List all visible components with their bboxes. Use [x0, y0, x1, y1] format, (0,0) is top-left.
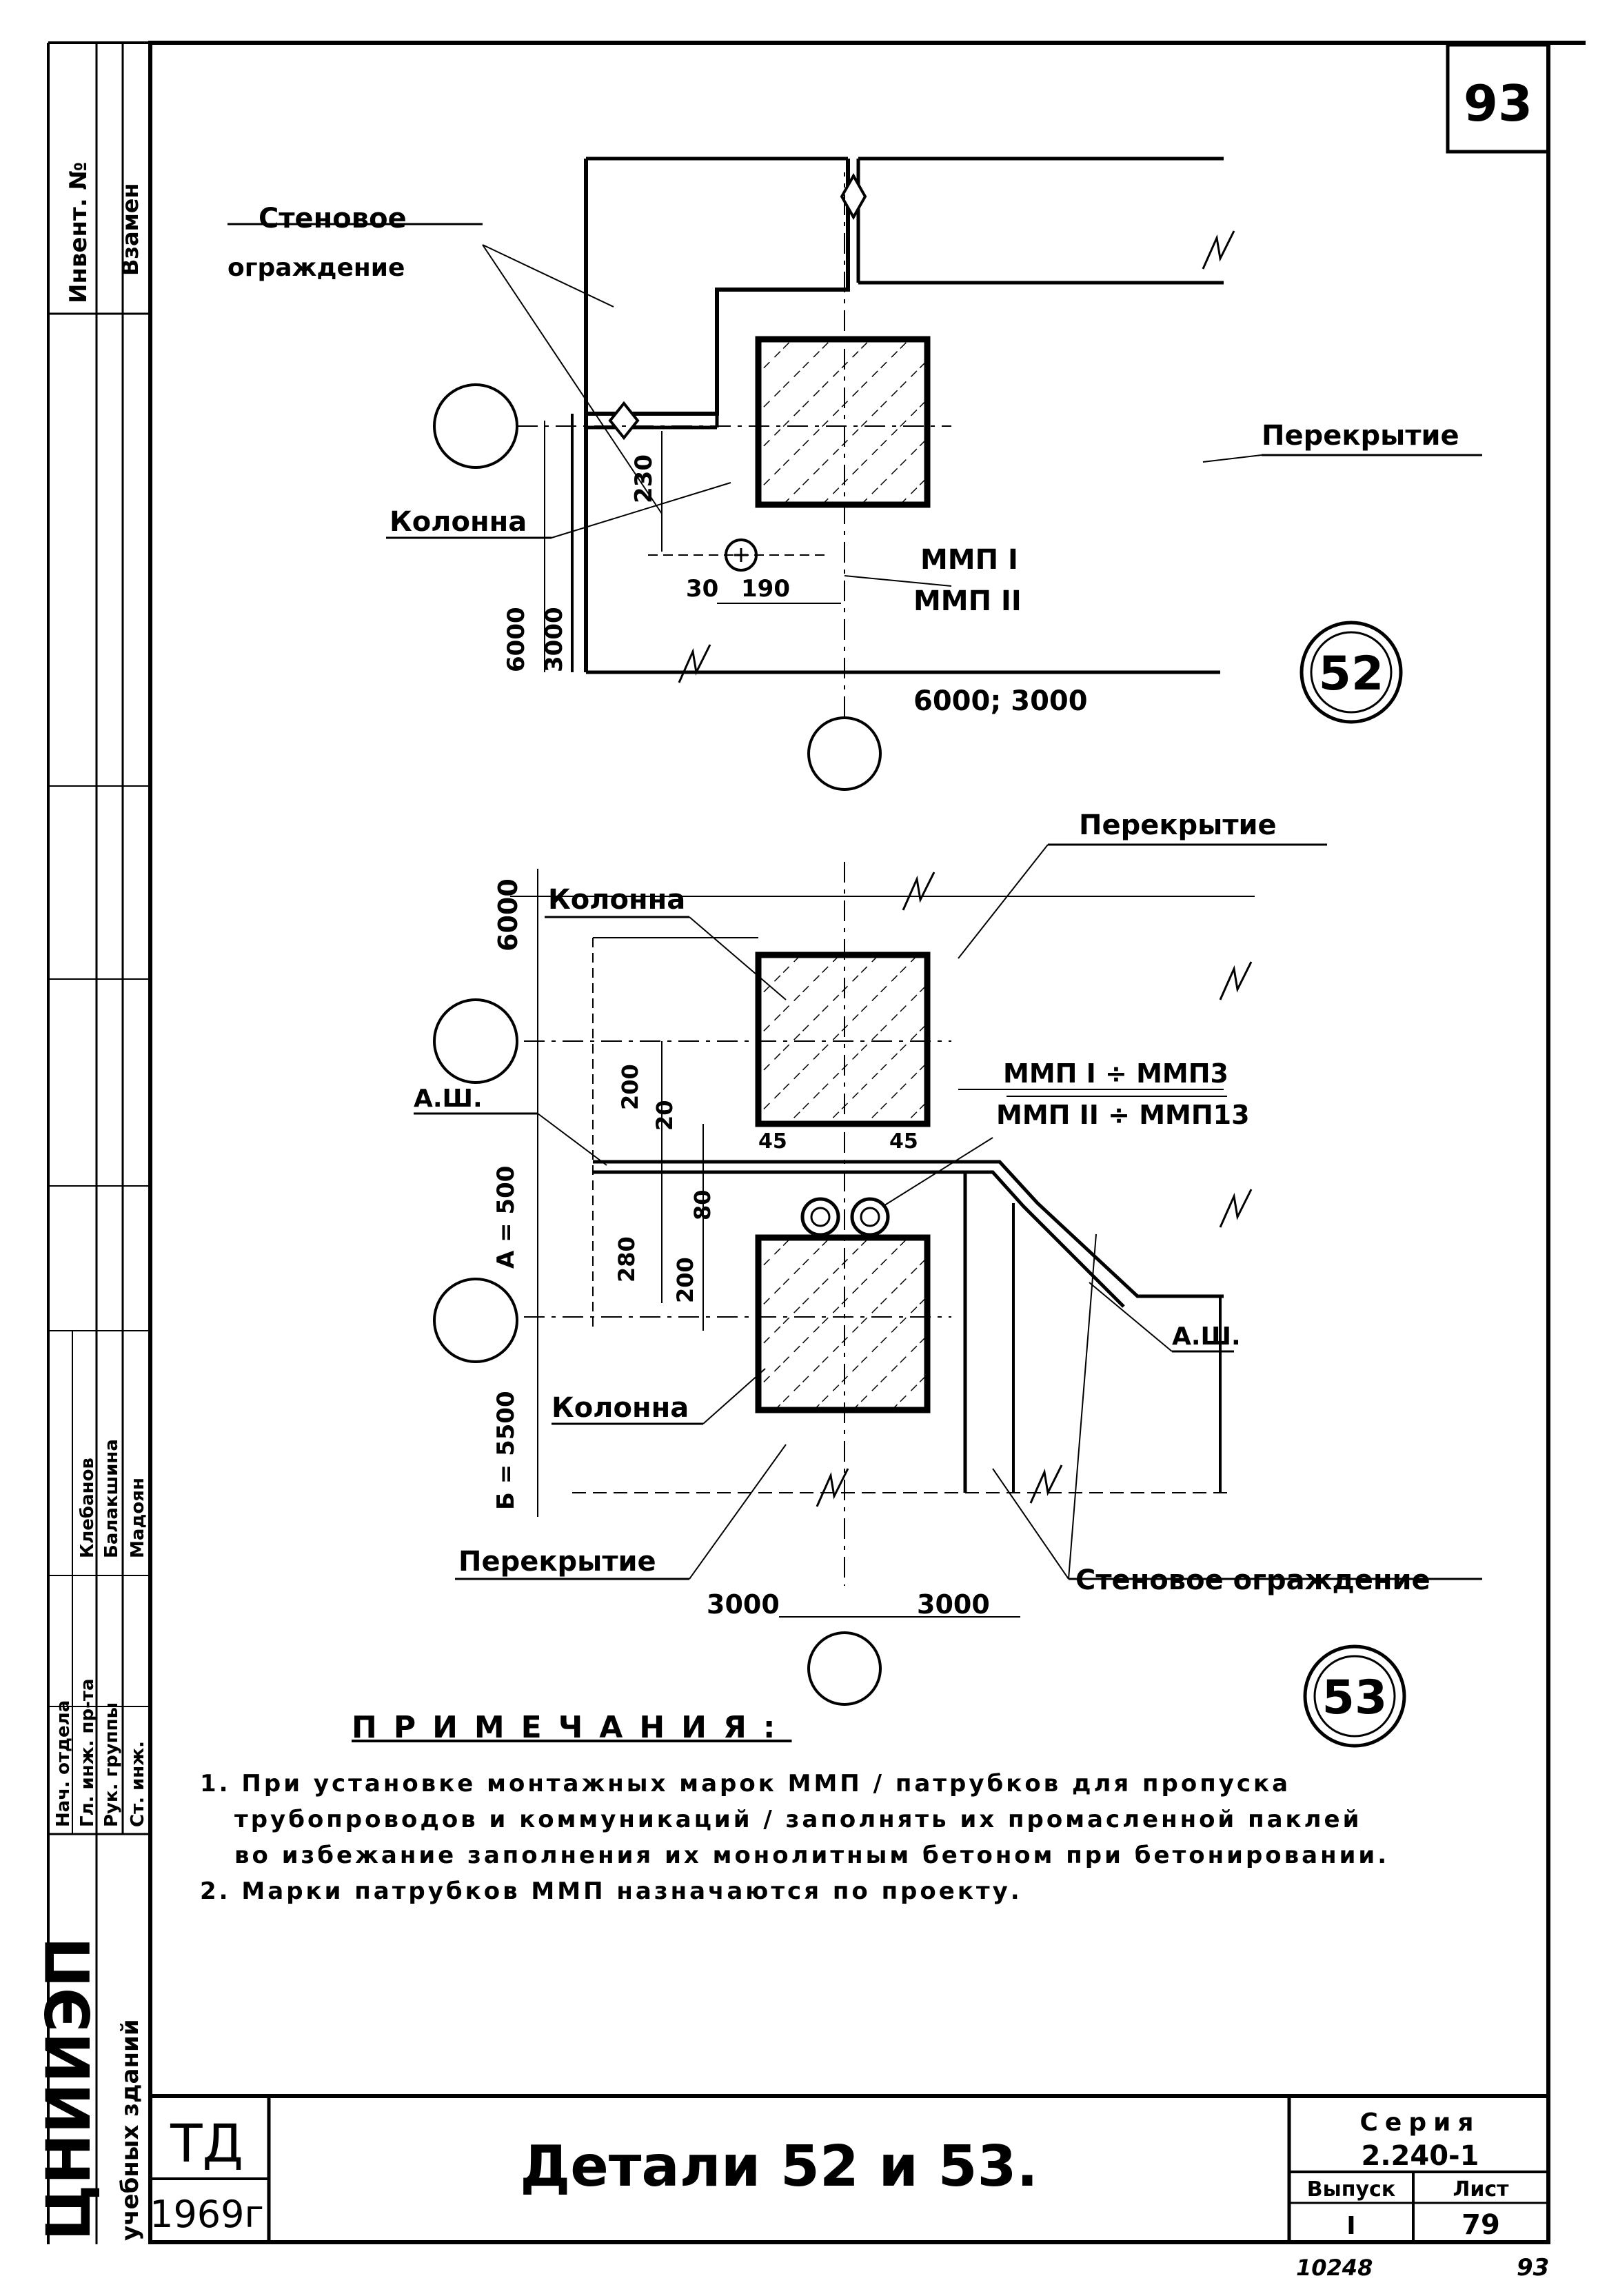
dim-230: 230: [630, 454, 658, 503]
marks-line1: ММП I ÷ ММП3: [1003, 1058, 1228, 1089]
column-bottom-label: Колонна: [552, 1392, 689, 1424]
note-1-line-3: во избежание заполнения их монолитным бе…: [234, 1842, 1390, 1869]
sheet-label: Лист: [1453, 2177, 1509, 2202]
bottom-code: 10248: [1296, 2255, 1373, 2281]
column-top-label: Колонна: [548, 884, 685, 916]
anchor-label-left: А.Ш.: [414, 1085, 483, 1113]
role-group-leader: Рук. группы: [101, 1702, 122, 1827]
page-number: 93: [1464, 74, 1533, 132]
dim-190: 190: [741, 575, 790, 603]
drawing-title: Детали 52 и 53.: [520, 2134, 1038, 2199]
notes-title: ПРИМЕЧАНИЯ:: [352, 1710, 792, 1745]
dim-280: 280: [614, 1236, 640, 1282]
anchor-label-right: А.Ш.: [1172, 1322, 1241, 1351]
inventory-number-label: Инвент. №: [65, 162, 92, 303]
spans-52: 6000; 3000: [913, 685, 1088, 717]
role-senior-engineer: Ст. инж.: [128, 1741, 148, 1827]
floor-top-label: Перекрытие: [1079, 809, 1277, 841]
wall-label-line1: Стеновое: [259, 203, 407, 234]
issue-label: Выпуск: [1307, 2177, 1395, 2202]
td-mark: ТД: [170, 2113, 243, 2174]
wall-label-line2: ограждение: [227, 254, 405, 282]
dim-200-lower: 200: [672, 1257, 698, 1303]
note-1-line-2: трубопроводов и коммуникаций / заполнять…: [234, 1806, 1362, 1833]
organization-subtitle: учебных зданий: [117, 2019, 144, 2241]
mark-line2: ММП II: [913, 585, 1022, 617]
mark-line1: ММП I: [920, 544, 1018, 576]
badge-52: 52: [1319, 647, 1384, 701]
sheet-frame: [47, 41, 1586, 2244]
note-1-line-1: 1. При установке монтажных марок ММП / п…: [200, 1770, 1291, 1797]
detail-52: [227, 157, 1482, 791]
replaces-label: Взамен: [117, 183, 143, 276]
series-value: 2.240-1: [1362, 2140, 1479, 2172]
dim-6000-52: 6000: [503, 607, 530, 672]
name-balakshina: Балакшина: [101, 1439, 122, 1558]
note-2: 2. Марки патрубков ММП назначаются по пр…: [200, 1877, 1022, 1905]
bottom-number: 93: [1517, 2254, 1549, 2282]
floor-bottom-label: Перекрытие: [458, 1546, 656, 1578]
name-madoyan: Мадоян: [128, 1478, 148, 1558]
wall-label-53: Стеновое ограждение: [1075, 1564, 1430, 1596]
name-klebanov: Клебанов: [77, 1458, 98, 1558]
year: 1969г: [150, 2193, 264, 2236]
role-chief-engineer: Гл. инж. пр-та: [77, 1678, 98, 1827]
issue-value: I: [1346, 2212, 1355, 2240]
role-head-of-dept: Нач. отдела: [53, 1700, 74, 1827]
axis-a-dim: А = 500: [492, 1166, 520, 1269]
series-label: Серия: [1360, 2108, 1481, 2137]
dim-45-left: 45: [758, 1129, 787, 1154]
detail-53: [414, 843, 1482, 1748]
title-block-text: ТД 1969г Детали 52 и 53. Серия 2.240-1 В…: [150, 2108, 1549, 2282]
dim-45-right: 45: [889, 1129, 918, 1154]
dim-6000-53: 6000: [493, 878, 523, 951]
marks-line2: ММП II ÷ ММП13: [996, 1100, 1250, 1130]
dim-20: 20: [651, 1100, 678, 1131]
floor-label-52: Перекрытие: [1262, 420, 1459, 452]
title-block: [150, 2094, 1548, 2242]
dim-3000-52: 3000: [540, 607, 568, 672]
left-stamp: Инвент. № Взамен Нач. отдела Гл. инж. пр…: [33, 162, 148, 2241]
detail-52-labels: Стеновое ограждение Перекрытие Колонна 2…: [227, 203, 1459, 717]
dim-80: 80: [689, 1189, 716, 1220]
span-left: 3000: [707, 1589, 780, 1620]
dim-200-upper: 200: [617, 1064, 643, 1110]
notes-block: ПРИМЕЧАНИЯ: 1. При установке монтажных м…: [200, 1710, 1544, 1909]
dim-30: 30: [686, 575, 718, 603]
badge-53: 53: [1322, 1671, 1388, 1725]
axis-b-dim: Б = 5500: [492, 1391, 520, 1510]
column-label-52: Колонна: [390, 506, 527, 538]
detail-53-labels: Перекрытие Колонна 6000 200 20 А = 500 Б…: [414, 809, 1430, 1725]
sheet-value: 79: [1462, 2209, 1500, 2241]
organization-name: ЦНИИЭП: [33, 1937, 104, 2241]
span-right: 3000: [917, 1589, 990, 1620]
